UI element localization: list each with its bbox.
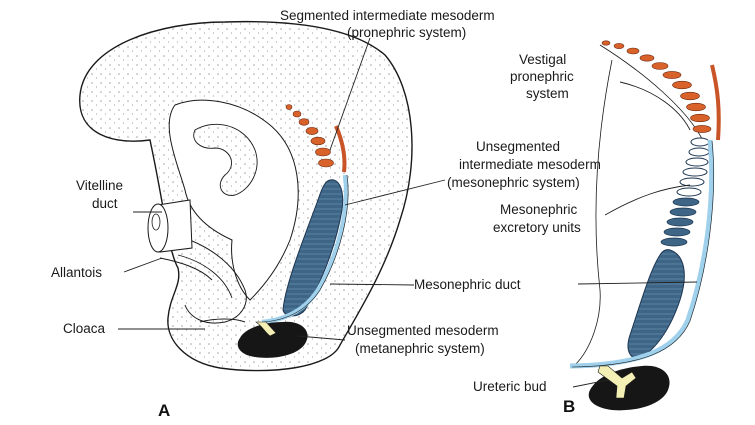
label-unsegmented-line1: Unsegmented (476, 139, 560, 154)
mesonephric-tubules-b (661, 198, 699, 246)
panel-b-letter: B (563, 397, 575, 416)
label-metanephric-line1: Unsegmented mesoderm (347, 323, 499, 338)
label-vestigal-line2: pronephric (510, 69, 574, 84)
panel-a-letter: A (158, 401, 170, 420)
label-mesonephric-duct: Mesonephric duct (414, 277, 521, 292)
panel-b: B (563, 41, 719, 416)
label-segmented-line1: Segmented intermediate mesoderm (280, 8, 495, 23)
label-allantois: Allantois (51, 265, 102, 280)
label-excretory-line1: Mesonephric (500, 202, 578, 217)
mesonephric-units-b (677, 138, 709, 196)
label-vitelline-line1: Vitelline (76, 178, 123, 193)
label-excretory-line2: excretory units (493, 220, 581, 235)
mesonephric-mass-b (628, 250, 684, 359)
label-segmented-line2: (pronephric system) (347, 25, 466, 40)
label-unsegmented-line3: (mesonephric system) (447, 175, 580, 190)
label-ureteric-bud: Ureteric bud (473, 379, 547, 394)
label-vestigal-line1: Vestigal (519, 52, 566, 67)
label-vestigal-line3: system (526, 86, 569, 101)
panel-a: A (80, 22, 412, 420)
label-unsegmented-line2: intermediate mesoderm (459, 157, 601, 172)
nephric-cord-b (712, 65, 719, 140)
label-cloaca: Cloaca (63, 321, 106, 336)
label-vitelline-line2: duct (92, 196, 118, 211)
label-metanephric-line2: (metanephric system) (355, 341, 485, 356)
vitelline-duct-shape (148, 200, 192, 252)
